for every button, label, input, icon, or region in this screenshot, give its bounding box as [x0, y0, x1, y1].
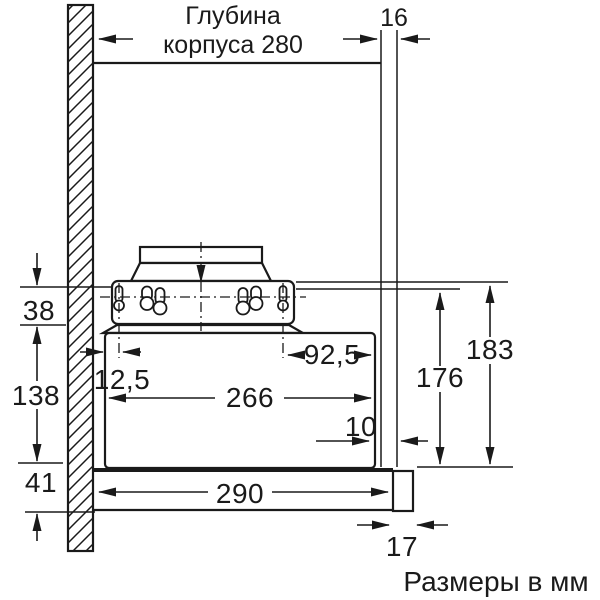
- dim-16: 16: [380, 4, 430, 44]
- bottom-panel: [93, 468, 415, 513]
- depth-title-line2: корпуса 280: [163, 31, 303, 59]
- dim-38: 38: [23, 253, 55, 326]
- keyhole-slot-pair-right: [235, 285, 264, 316]
- wall: [66, 3, 95, 553]
- dim-266: 266: [108, 382, 372, 413]
- front-strip-cap: [391, 469, 415, 513]
- dim-label-16: 16: [380, 4, 408, 32]
- hood-top-strip: [98, 323, 308, 335]
- centerlines: [100, 242, 306, 358]
- dim-label-176: 176: [416, 362, 464, 393]
- dim-label-10: 10: [345, 411, 377, 442]
- wall-section: [66, 3, 95, 553]
- dim-10: 10: [316, 411, 428, 446]
- bracket-body: [110, 279, 296, 326]
- dim-label-266: 266: [226, 382, 274, 413]
- extension-lines: [18, 281, 513, 513]
- units-note: Размеры в мм: [403, 566, 588, 597]
- dim-92-5: 92,5: [287, 339, 372, 370]
- dim-label-183: 183: [466, 334, 514, 365]
- dim-label-92-5: 92,5: [304, 339, 361, 370]
- dim-label-17: 17: [386, 531, 418, 562]
- dim-12-5: 12,5: [80, 347, 151, 395]
- depth-title-line1: Глубина: [185, 2, 281, 30]
- cabinet-panel: [93, 30, 398, 467]
- mounting-bracket: [110, 279, 296, 326]
- dim-label-38: 38: [23, 295, 55, 326]
- dim-label-290: 290: [216, 478, 264, 509]
- hood: [98, 323, 377, 470]
- dim-183: 183: [466, 285, 514, 465]
- dim-176: 176: [416, 292, 464, 465]
- dim-label-138: 138: [12, 380, 60, 411]
- dim-depth-280: Глубина корпуса 280: [98, 2, 378, 59]
- dim-41: 41: [25, 467, 57, 541]
- keyhole-slot-pair-left: [139, 285, 168, 316]
- dim-17: 17: [357, 520, 448, 562]
- dim-label-12-5: 12,5: [94, 364, 151, 395]
- dim-290: 290: [98, 478, 389, 509]
- dim-label-41: 41: [25, 467, 57, 498]
- dim-138: 138: [12, 326, 60, 462]
